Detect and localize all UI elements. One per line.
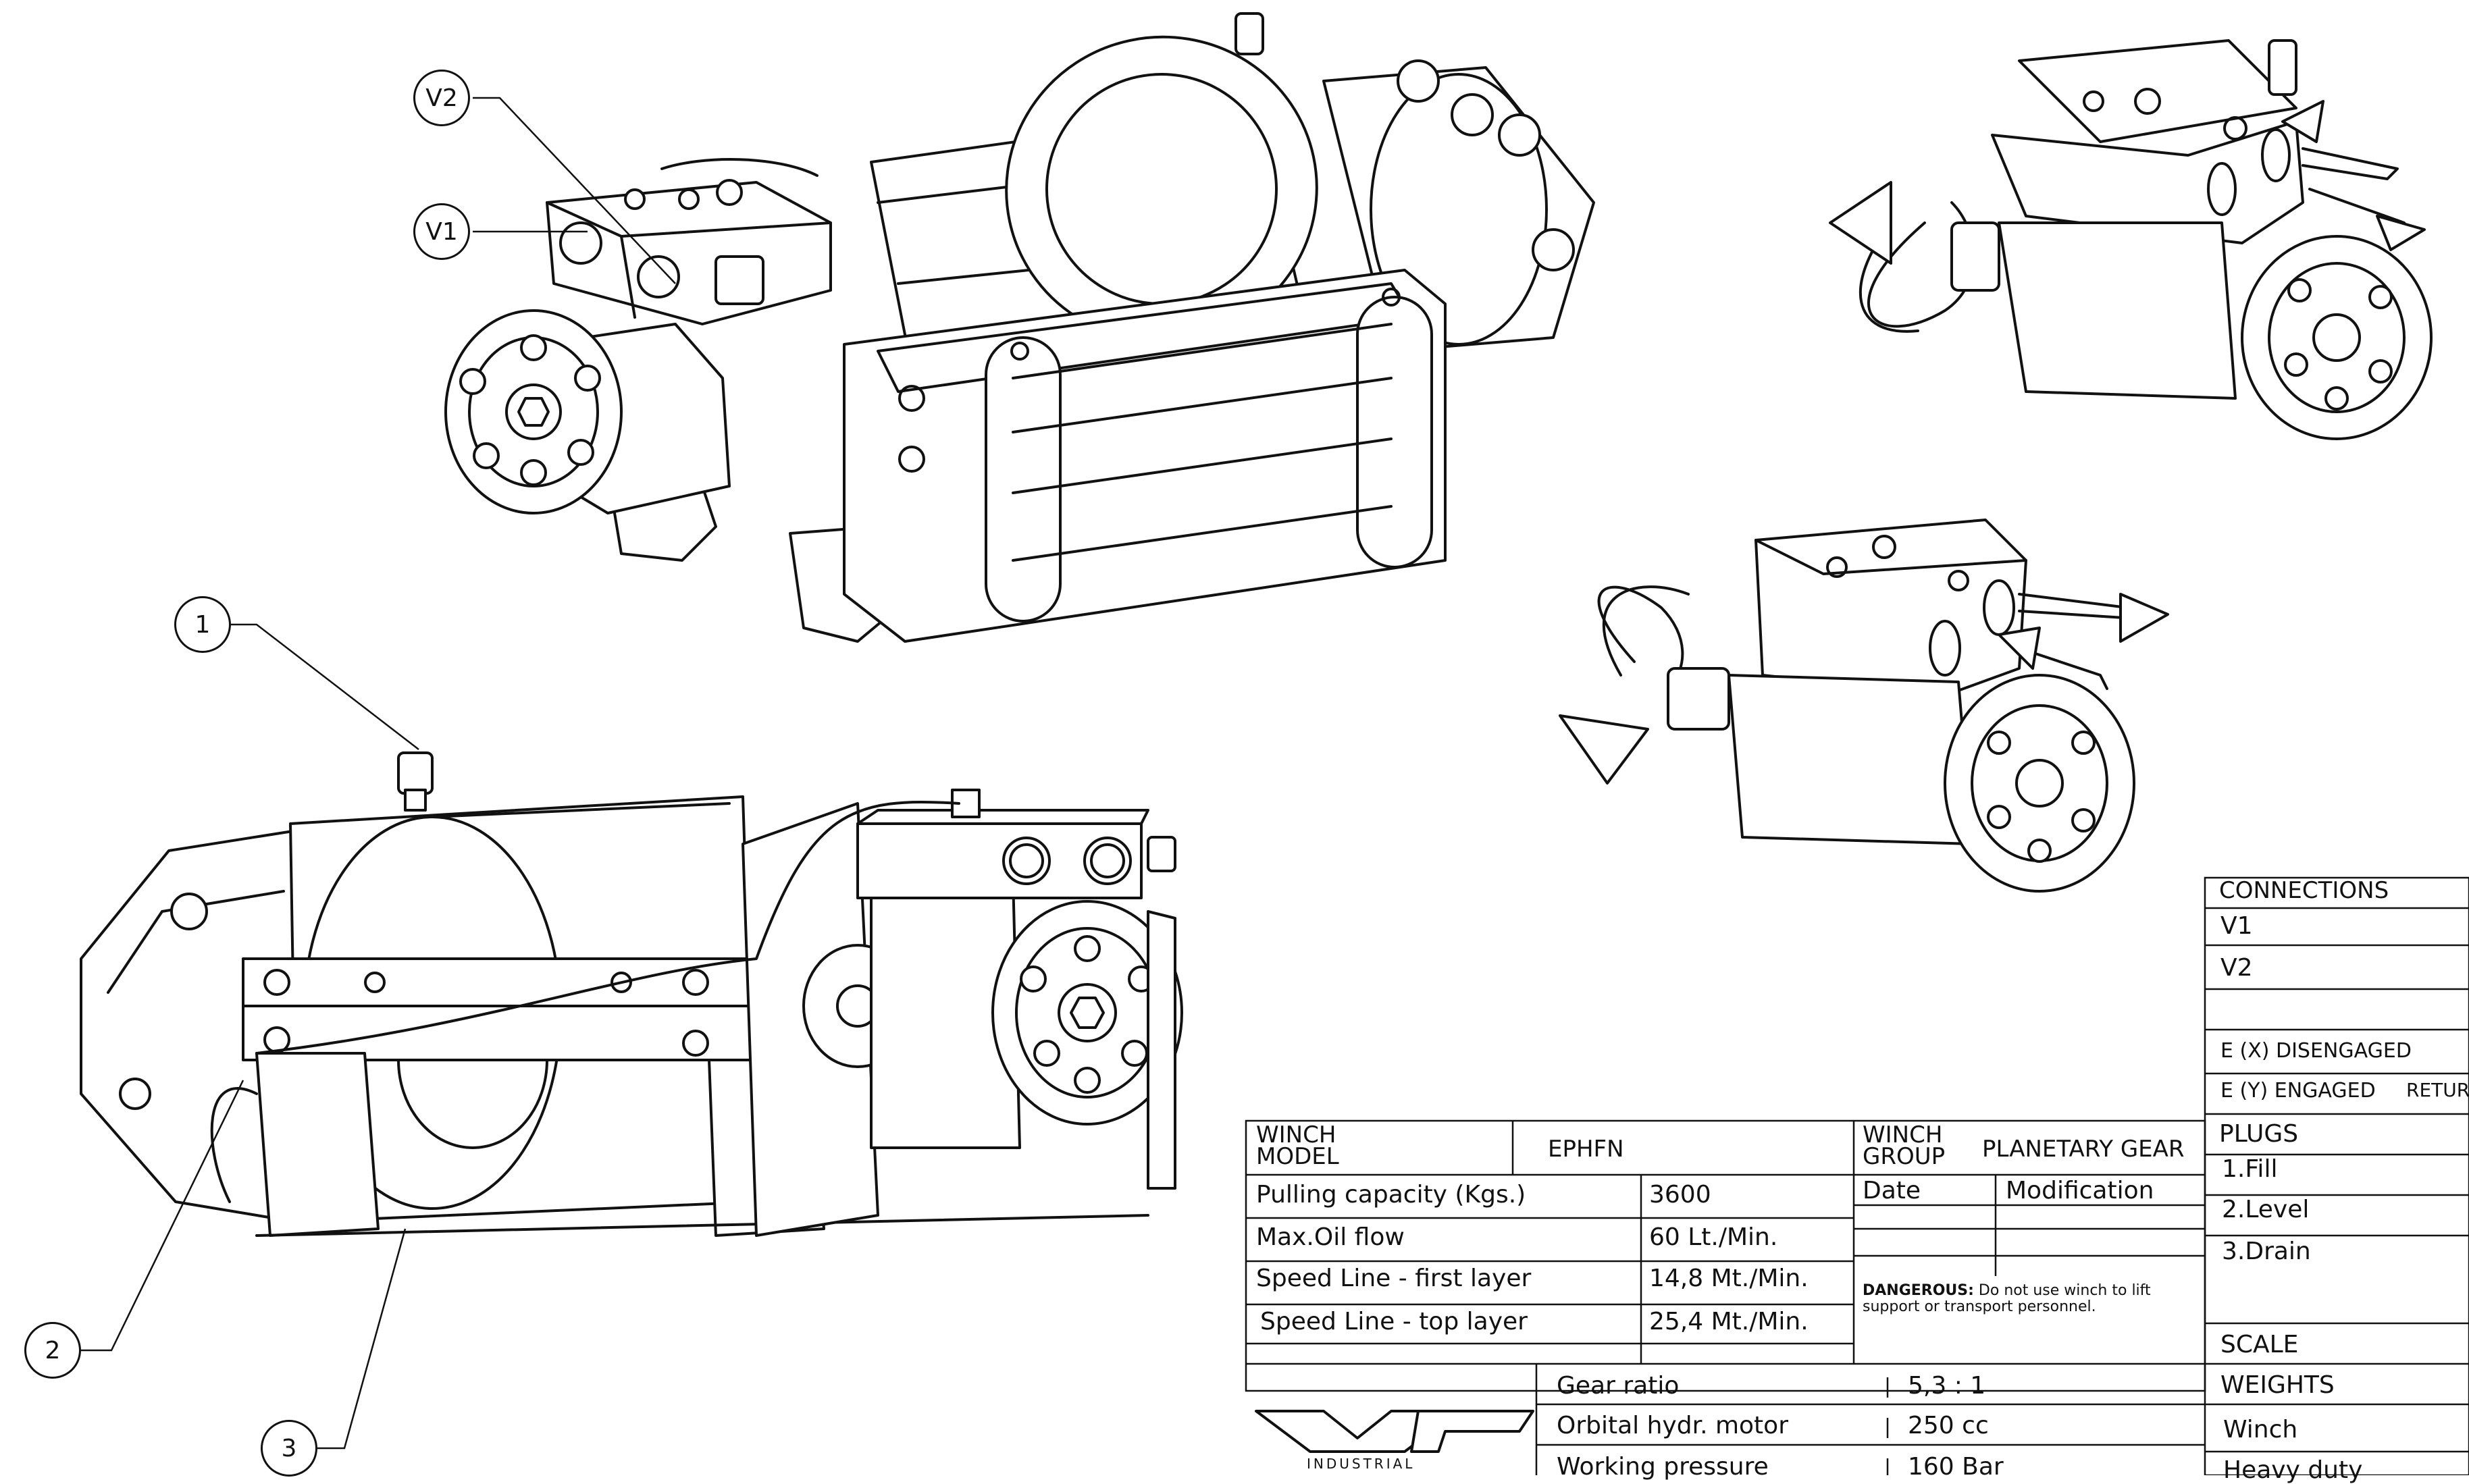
spec-value: 60 Lt./Min. <box>1649 1223 1778 1251</box>
spec-label: Max.Oil flow <box>1256 1223 1405 1251</box>
balloon-1: 1 <box>174 596 231 653</box>
connection-row: V2 <box>2220 954 2253 982</box>
balloon-v2: V2 <box>413 70 470 126</box>
modification-label: Modification <box>2006 1177 2154 1204</box>
rotation-detail-middle <box>1559 519 2169 893</box>
spec-label: Pulling capacity (Kgs.) <box>1256 1181 1526 1209</box>
motor-spec-value: 250 cc <box>1908 1412 1989 1439</box>
spec-value: 14,8 Mt./Min. <box>1649 1265 1809 1292</box>
logo-sub-text: INDUSTRIAL <box>1307 1456 1415 1472</box>
connection-row: E (X) DISENGAGED <box>2220 1039 2412 1063</box>
warning-bold: DANGEROUS: <box>1863 1282 1974 1299</box>
leader-lines <box>81 97 676 1450</box>
motor-spec-value: 5,3 : 1 <box>1908 1372 1986 1400</box>
warning-text: Do not use winch to lift support or tran… <box>1863 1282 2151 1316</box>
return-label: RETURN <box>2406 1079 2469 1101</box>
date-label: Date <box>1863 1177 1921 1204</box>
motor-spec-label: Gear ratio <box>1557 1372 1680 1400</box>
spec-value: 25,4 Mt./Min. <box>1649 1308 1809 1335</box>
spec-label: Speed Line - first layer <box>1256 1265 1532 1292</box>
winch-iso-view-top <box>444 12 1595 643</box>
connection-row: E (Y) ENGAGED <box>2220 1079 2376 1103</box>
title-block-lines <box>1245 876 2469 1475</box>
spec-value: 3600 <box>1649 1181 1711 1209</box>
weight-row: Winch <box>2223 1416 2298 1443</box>
weight-row: Heavy duty <box>2223 1456 2363 1484</box>
balloon-2: 2 <box>24 1322 81 1379</box>
spec-label: Speed Line - top layer <box>1260 1308 1528 1335</box>
winch-model-value: EPHFN <box>1548 1136 1624 1163</box>
balloon-3: 3 <box>261 1420 317 1477</box>
plug-row: 3.Drain <box>2222 1238 2311 1265</box>
connections-title: CONNECTIONS <box>2219 877 2389 904</box>
motor-spec-label: Orbital hydr. motor <box>1557 1412 1789 1439</box>
vime-logo <box>1255 1410 1534 1453</box>
winch-group-value: PLANETARY GEAR <box>1982 1136 2185 1163</box>
winch-side-view-bottom <box>80 751 1183 1237</box>
winch-group-label: WINCH GROUP <box>1863 1121 1946 1171</box>
balloon-v1: V1 <box>413 203 470 260</box>
rotation-detail-top <box>1829 39 2433 440</box>
warning-note: DANGEROUS: Do not use winch to lift supp… <box>1863 1282 2180 1316</box>
motor-spec-value: 160 Bar <box>1908 1453 2004 1481</box>
plugs-title: PLUGS <box>2219 1120 2299 1148</box>
motor-spec-label: Working pressure <box>1557 1453 1769 1481</box>
plug-row: 2.Level <box>2222 1196 2310 1223</box>
weights-label: WEIGHTS <box>2220 1371 2335 1399</box>
scale-label: SCALE <box>2220 1331 2299 1358</box>
winch-model-label: WINCH MODEL <box>1256 1121 1339 1171</box>
plug-row: 1.Fill <box>2222 1155 2278 1183</box>
connection-row: V1 <box>2220 912 2253 940</box>
